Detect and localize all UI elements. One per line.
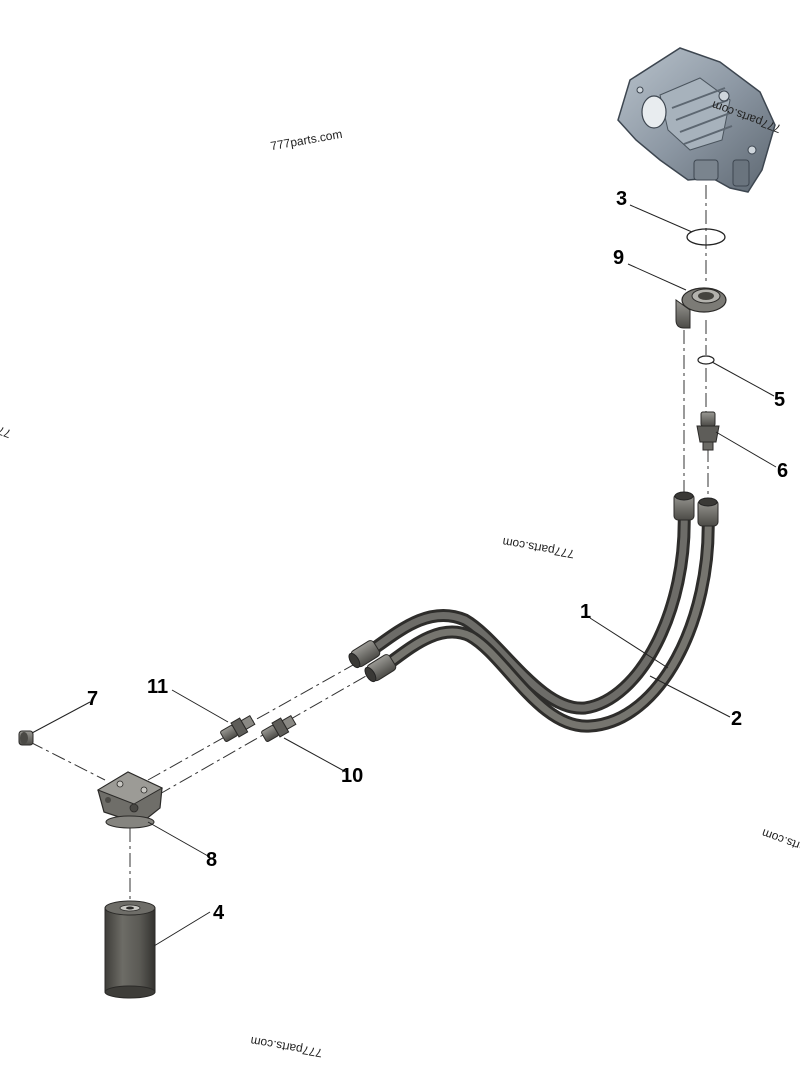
callout-8: 8 bbox=[206, 849, 217, 871]
callout-11: 11 bbox=[147, 676, 168, 698]
fitting-10 bbox=[261, 714, 297, 742]
leader-lines bbox=[31, 204, 777, 947]
filter-head-8 bbox=[96, 771, 164, 829]
fitting-6 bbox=[696, 411, 720, 451]
callout-5: 5 bbox=[774, 389, 785, 411]
adapter-9 bbox=[675, 287, 727, 329]
cooler-housing bbox=[617, 47, 776, 193]
callout-3: 3 bbox=[616, 188, 627, 210]
callout-6: 6 bbox=[777, 460, 788, 482]
hose-assembly bbox=[348, 491, 719, 733]
callout-2: 2 bbox=[731, 708, 742, 730]
callout-7: 7 bbox=[87, 688, 98, 710]
o-ring-5 bbox=[697, 355, 715, 365]
callout-10: 10 bbox=[341, 765, 363, 787]
o-ring-3 bbox=[686, 228, 726, 246]
callouts: 3 9 5 6 1 2 11 10 7 8 4 bbox=[87, 188, 788, 924]
callout-1: 1 bbox=[580, 601, 591, 623]
callout-9: 9 bbox=[613, 247, 624, 269]
plug-7 bbox=[18, 730, 34, 746]
fitting-11 bbox=[220, 714, 256, 742]
callout-4: 4 bbox=[213, 902, 225, 924]
oil-filter-4 bbox=[104, 900, 156, 999]
